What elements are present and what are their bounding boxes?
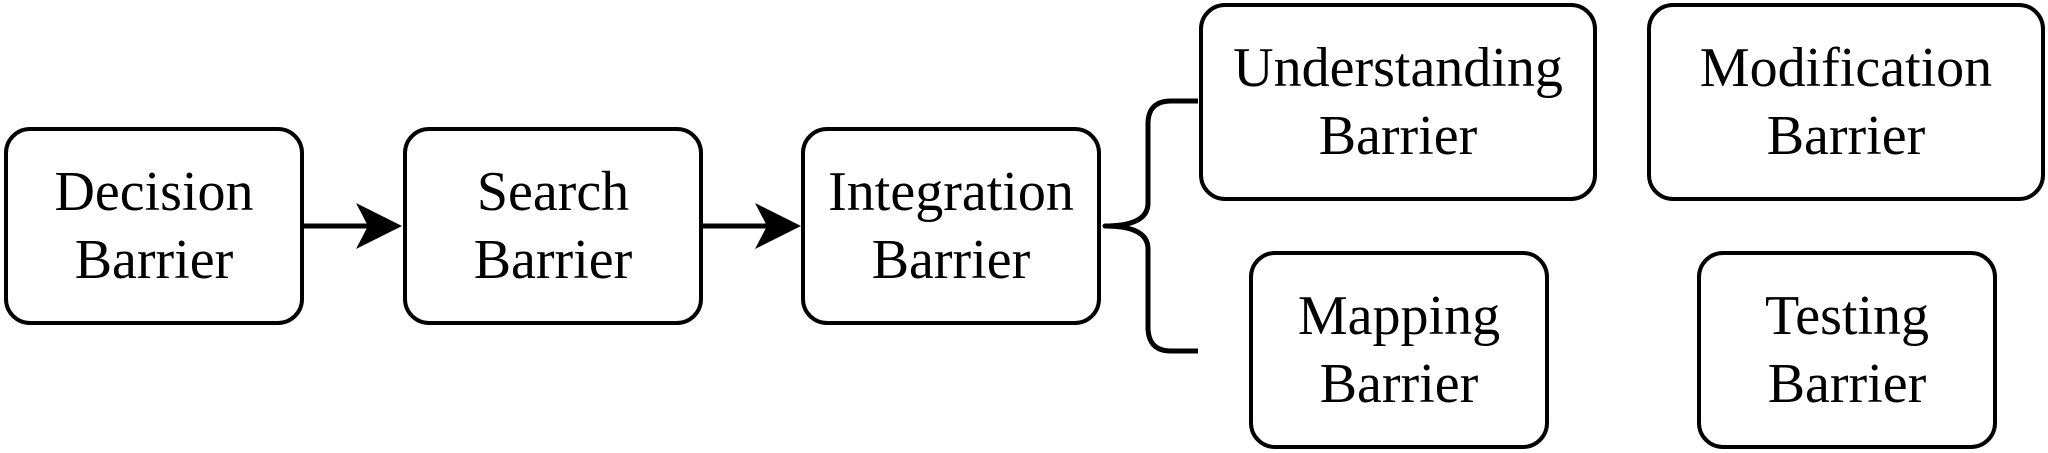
node-label-line: Barrier xyxy=(1319,353,1479,415)
node-label-line: Modification xyxy=(1699,37,1993,99)
node-label-line: Search xyxy=(476,161,630,223)
arrow-decision-to-search xyxy=(304,203,402,249)
curly-brace-connector xyxy=(1102,98,1198,354)
node-label-line: Integration xyxy=(828,161,1074,223)
search-barrier-node: Search Barrier xyxy=(403,127,703,325)
node-label-line: Decision xyxy=(54,161,254,223)
mapping-barrier-node: Mapping Barrier xyxy=(1249,251,1549,449)
node-label-line: Testing xyxy=(1764,285,1930,347)
integration-barrier-node: Integration Barrier xyxy=(801,127,1101,325)
node-label-line: Barrier xyxy=(1767,353,1927,415)
node-label-line: Barrier xyxy=(1318,105,1478,167)
node-label-line: Barrier xyxy=(74,229,234,291)
arrow-search-to-integration xyxy=(703,203,801,249)
node-label-line: Understanding xyxy=(1233,37,1563,99)
node-label-line: Barrier xyxy=(871,229,1031,291)
understanding-barrier-node: Understanding Barrier xyxy=(1199,3,1597,201)
decision-barrier-node: Decision Barrier xyxy=(4,127,304,325)
node-label-line: Mapping xyxy=(1297,285,1501,347)
testing-barrier-node: Testing Barrier xyxy=(1697,251,1997,449)
node-label-line: Barrier xyxy=(473,229,633,291)
modification-barrier-node: Modification Barrier xyxy=(1647,3,2045,201)
node-label-line: Barrier xyxy=(1766,105,1926,167)
